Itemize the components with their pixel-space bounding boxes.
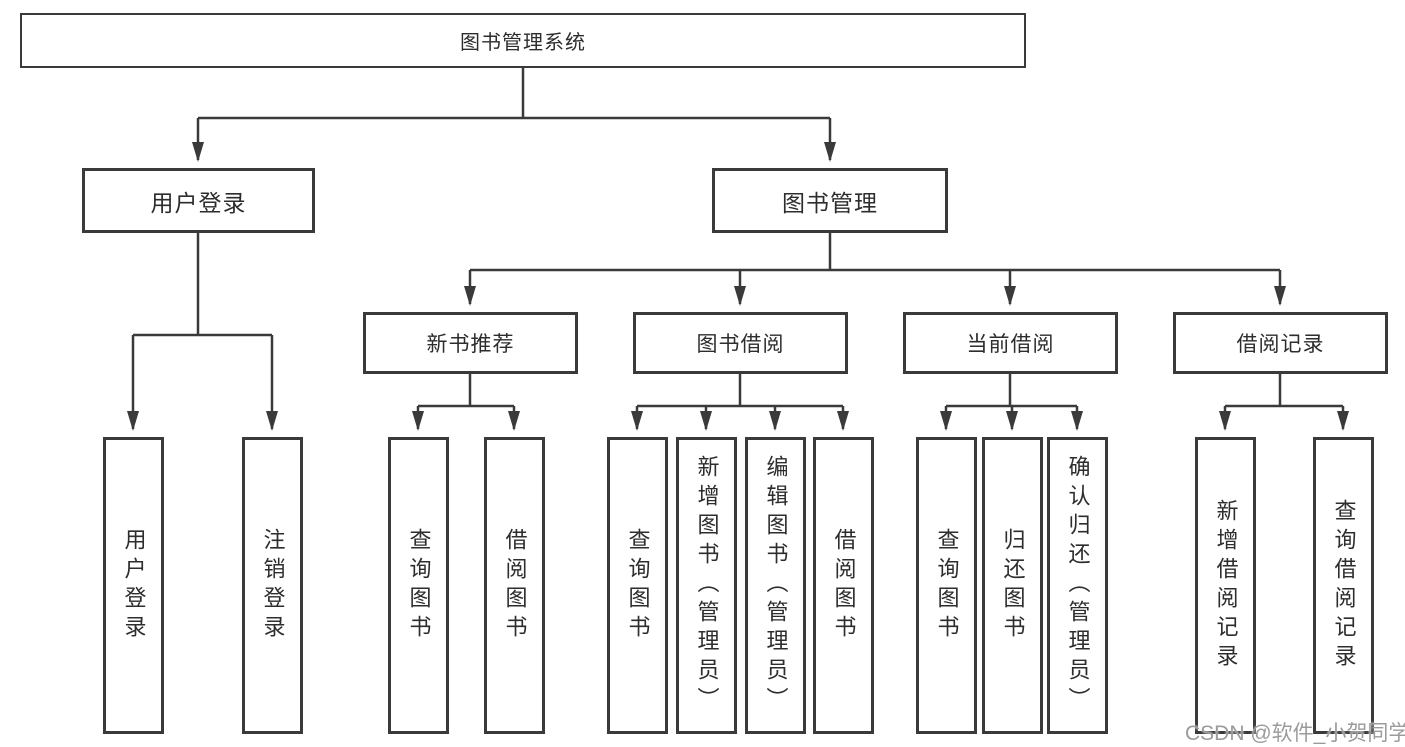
node-label: 借阅记录 [1236,333,1325,356]
node-cb-query-books: 查询图书 [916,437,977,734]
node-current-borrowing: 当前借阅 [903,312,1118,374]
node-label: 新增图书（管理员） [694,455,720,716]
node-label: 新增借阅记录 [1213,498,1239,673]
node-library-system: 图书管理系统 [20,13,1026,68]
node-nb-borrow-books: 借阅图书 [484,437,545,734]
node-label: 注销登录 [260,527,286,644]
node-borrowing-records: 借阅记录 [1173,312,1388,374]
connector-trunk-new-book [418,374,514,408]
node-cb-confirm-return-admin: 确认归还（管理员） [1047,437,1108,734]
node-label: 编辑图书（管理员） [763,455,789,716]
node-bb-borrow-books: 借阅图书 [813,437,874,734]
node-new-book-recommend: 新书推荐 [363,312,578,374]
node-user-login: 用户登录 [82,168,315,233]
node-cb-return-books: 归还图书 [982,437,1043,734]
node-br-add-record: 新增借阅记录 [1195,437,1256,734]
connector-trunk-user-login [133,233,272,337]
node-book-management: 图书管理 [712,168,948,233]
node-br-query-record: 查询借阅记录 [1313,437,1374,734]
node-bb-query-books: 查询图书 [607,437,668,734]
node-label: 当前借阅 [966,333,1055,356]
node-label: 借阅图书 [502,527,528,644]
node-label: 图书管理 [782,189,878,216]
node-label: 用户登录 [121,527,147,644]
node-label: 查询图书 [934,527,960,644]
connector-trunk-borrow-record [1225,374,1343,408]
node-label: 确认归还（管理员） [1065,455,1091,716]
node-label: 用户登录 [150,189,247,216]
node-label: 图书管理系统 [460,32,586,54]
watermark: CSDN @软件_小贺同学 [1185,722,1405,745]
node-bb-add-books-admin: 新增图书（管理员） [676,437,737,734]
connector-trunk-book-borrow [637,374,843,408]
node-label: 借阅图书 [831,527,857,644]
node-logout-leaf: 注销登录 [242,437,303,734]
node-label: 归还图书 [1000,527,1026,644]
node-bb-edit-books-admin: 编辑图书（管理员） [745,437,806,734]
node-label: 新书推荐 [426,333,515,356]
node-label: 查询借阅记录 [1331,498,1357,673]
node-nb-query-books: 查询图书 [388,437,449,734]
arrow-drops [127,118,1349,431]
node-label: 查询图书 [625,527,651,644]
connector-trunk-root [198,68,830,120]
node-book-borrowing: 图书借阅 [633,312,848,374]
connector-trunk-book-management [470,233,1280,272]
node-user-login-leaf: 用户登录 [103,437,164,734]
node-label: 查询图书 [406,527,432,644]
node-label: 图书借阅 [696,333,785,356]
connector-trunk-current-borrow [946,374,1077,408]
